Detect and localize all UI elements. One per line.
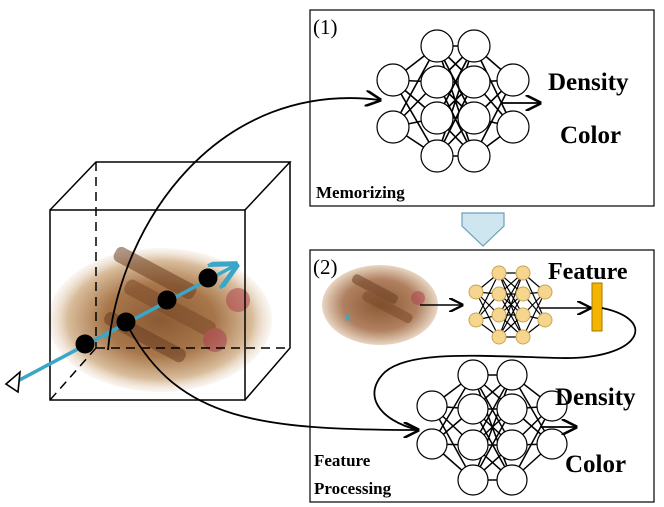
panel-1-index: (1): [313, 15, 338, 39]
network-node: [420, 139, 454, 173]
thumbnail-crosshair: x: [344, 310, 351, 324]
scene-cube: [48, 161, 292, 401]
network-node: [491, 329, 507, 345]
network-node: [420, 65, 454, 99]
camera-ray: x: [4, 265, 236, 394]
network-node: [457, 139, 491, 173]
arrow-scene-to-memorizing: [107, 98, 380, 351]
network-node: [416, 428, 448, 460]
network-node: [457, 65, 491, 99]
arrow-scene-to-processing: [129, 329, 418, 430]
panel-2-output-color: Color: [565, 451, 626, 478]
feature-encoder-network: [468, 265, 553, 345]
network-node: [457, 464, 489, 496]
panel-2-output-density: Density: [555, 384, 636, 411]
network-node: [515, 307, 531, 323]
network-node: [468, 284, 484, 300]
panel-2-caption-line-2: Processing: [314, 479, 392, 498]
network-node: [491, 265, 507, 281]
network-node: [515, 265, 531, 281]
network-node: [491, 286, 507, 302]
network-node: [457, 393, 489, 425]
sample-point: [116, 312, 136, 332]
panel-1-output-color: Color: [560, 122, 621, 149]
network-node: [496, 429, 528, 461]
arrow-feature-to-decoder: [373, 307, 637, 431]
network-node: [457, 101, 491, 135]
network-node: [491, 307, 507, 323]
network-node: [457, 429, 489, 461]
network-node: [376, 110, 410, 144]
panel-2-index: (2): [313, 255, 338, 279]
network-node: [515, 286, 531, 302]
network-node: [376, 63, 410, 97]
network-node: [496, 393, 528, 425]
network-node: [496, 63, 530, 97]
network-node: [536, 428, 568, 460]
panel-1-output-density: Density: [548, 69, 629, 96]
sample-point: [157, 290, 177, 310]
network-node: [420, 29, 454, 63]
crosshair-mark: x: [104, 325, 113, 343]
feature-vector-bar: [591, 282, 603, 332]
network-node: [420, 101, 454, 135]
decoder-network: [416, 359, 568, 496]
network-node: [537, 312, 553, 328]
camera-icon: [4, 370, 21, 394]
stage-transition-arrow: [461, 212, 505, 247]
sample-point: [198, 268, 218, 288]
panel-feature-processing: (2) x Feature Density Color Feature Proc…: [309, 249, 655, 503]
network-node: [457, 359, 489, 391]
panel-2-feature-label: Feature: [548, 259, 628, 285]
network-node: [496, 359, 528, 391]
panel-2-caption-line-1: Feature: [314, 451, 371, 470]
network-node: [536, 390, 568, 422]
network-node: [515, 329, 531, 345]
sample-point: [75, 334, 95, 354]
network-node: [537, 284, 553, 300]
network-node: [457, 29, 491, 63]
network-node: [468, 312, 484, 328]
panel-memorizing: (1) Density Color Memorizing: [309, 9, 655, 207]
panel-1-caption: Memorizing: [316, 183, 405, 202]
network-node: [416, 390, 448, 422]
sample-points: [75, 268, 218, 354]
network-node: [496, 464, 528, 496]
neural-network-1: [376, 29, 530, 173]
network-node: [496, 110, 530, 144]
